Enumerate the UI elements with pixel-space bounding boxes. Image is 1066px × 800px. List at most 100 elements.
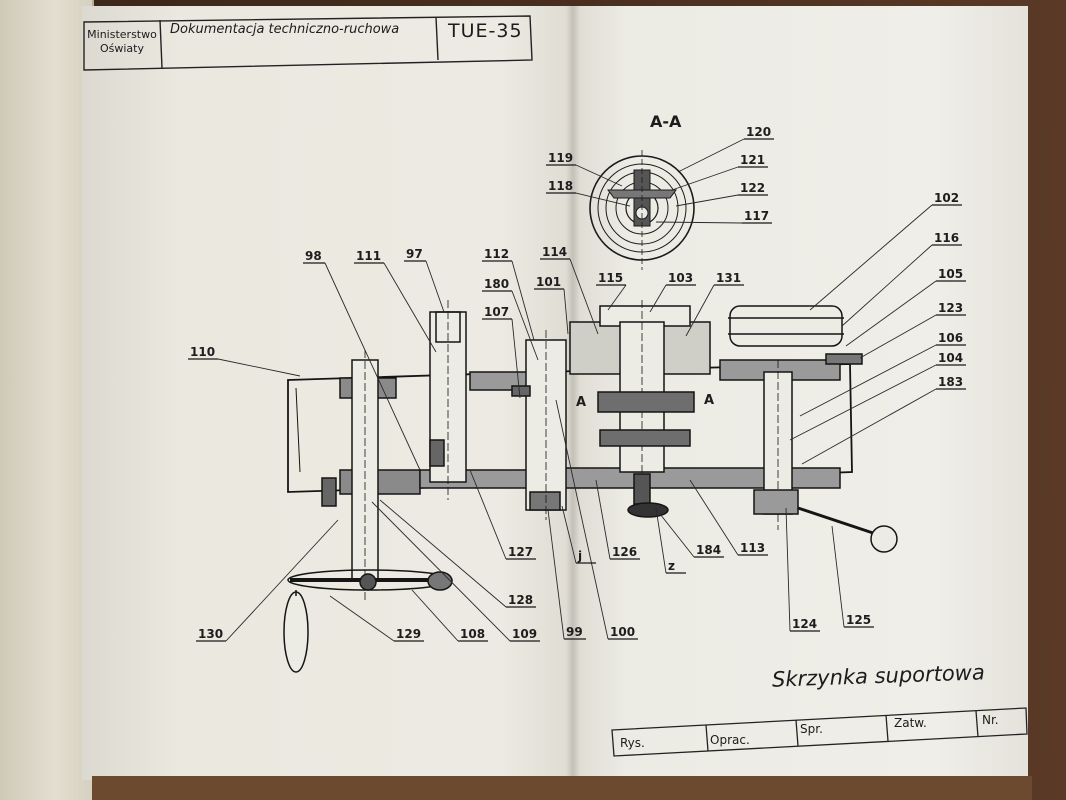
- ministry-name: Ministerstwo Oświaty: [87, 28, 157, 55]
- signature-zatw: Zatw.: [894, 716, 927, 730]
- part-label-104: 104: [938, 351, 963, 365]
- leader-line-103: [649, 284, 667, 313]
- part-label-180: 180: [484, 277, 509, 291]
- part-label-115: 115: [598, 271, 623, 285]
- section-marker-a: A: [704, 393, 714, 408]
- part-label-101: 101: [536, 275, 561, 289]
- signature-spr: Spr.: [800, 722, 823, 736]
- part-label-118: 118: [548, 179, 573, 193]
- part-label-125: 125: [846, 613, 871, 627]
- leader-line-110: [217, 358, 301, 377]
- leader-line-129: [329, 595, 395, 642]
- leader-line-108: [411, 589, 459, 642]
- part-label-113: 113: [740, 541, 765, 555]
- leader-line-116: [841, 244, 933, 327]
- part-label-131: 131: [716, 271, 741, 285]
- title-block-frame: [83, 15, 533, 71]
- part-label-107: 107: [484, 305, 509, 319]
- leader-line-128: [379, 499, 507, 608]
- leader-line-180: [511, 290, 539, 361]
- main-assembly: [283, 300, 898, 673]
- section-marker-a: A: [576, 395, 586, 410]
- leader-line-115: [607, 284, 627, 311]
- leader-line-113: [689, 479, 739, 556]
- leader-line-j: [561, 505, 577, 564]
- part-label-117: 117: [744, 209, 769, 223]
- leader-line-112: [511, 260, 535, 341]
- leader-lines: [217, 138, 937, 642]
- leader-line-102: [809, 204, 933, 311]
- part-label-121: 121: [740, 153, 765, 167]
- part-labels: 120 119 121 118 122 117 102 116 98 111 97 112 114 180…: [188, 125, 966, 642]
- part-label-120: 120: [746, 125, 771, 139]
- leader-line-106: [799, 344, 937, 417]
- part-label-111: 111: [356, 249, 381, 263]
- document-type: Dokumentacja techniczno-ruchowa: [170, 22, 400, 37]
- part-label-97: 97: [406, 247, 423, 261]
- part-label-99: 99: [566, 625, 583, 639]
- book-spine: [566, 6, 580, 780]
- leader-line-97: [425, 260, 445, 313]
- section-aa-view: [589, 150, 695, 270]
- part-label-100: 100: [610, 625, 635, 639]
- signature-rys: Rys.: [620, 736, 645, 750]
- part-label-126: 126: [612, 545, 637, 559]
- part-label-116: 116: [934, 231, 959, 245]
- leader-line-100: [555, 399, 609, 640]
- leader-line-127: [469, 469, 507, 560]
- leader-line-99: [547, 509, 565, 640]
- part-label-103: 103: [668, 271, 693, 285]
- leader-line-123: [859, 314, 937, 359]
- leader-line-184: [659, 513, 695, 558]
- leader-line-183: [801, 388, 937, 465]
- document-code: TUE-35: [448, 20, 523, 42]
- leader-line-121: [671, 166, 739, 191]
- part-label-114: 114: [542, 245, 567, 259]
- part-label-184: 184: [696, 543, 721, 557]
- part-label-124: 124: [792, 617, 817, 631]
- leader-line-120: [677, 138, 745, 173]
- part-label-129: 129: [396, 627, 421, 641]
- leader-line-131: [685, 284, 715, 337]
- part-label-z: z: [668, 559, 675, 573]
- part-label-110: 110: [190, 345, 215, 359]
- part-label-123: 123: [938, 301, 963, 315]
- leader-line-109: [371, 501, 511, 642]
- leader-line-122: [675, 194, 739, 207]
- part-label-98: 98: [305, 249, 322, 263]
- signature-strip-frame: [611, 707, 1028, 757]
- part-label-122: 122: [740, 181, 765, 195]
- leader-line-98: [324, 262, 421, 471]
- signature-oprac: Oprac.: [710, 733, 750, 747]
- leader-line-101: [563, 288, 569, 335]
- leader-line-105: [845, 280, 937, 347]
- leader-line-114: [569, 258, 599, 335]
- leader-line-119: [575, 164, 623, 187]
- part-label-108: 108: [460, 627, 485, 641]
- part-label-102: 102: [934, 191, 959, 205]
- leader-line-104: [789, 364, 937, 441]
- leader-line-126: [595, 479, 611, 560]
- part-label-j: j: [577, 549, 582, 563]
- leader-line-124: [785, 507, 791, 632]
- part-label-130: 130: [198, 627, 223, 641]
- part-label-183: 183: [938, 375, 963, 389]
- part-label-112: 112: [484, 247, 509, 261]
- leader-line-107: [511, 318, 521, 399]
- part-label-109: 109: [512, 627, 537, 641]
- part-label-106: 106: [938, 331, 963, 345]
- left-page: [82, 6, 574, 780]
- part-label-127: 127: [508, 545, 533, 559]
- leader-line-118: [575, 192, 631, 207]
- signature-nr: Nr.: [982, 713, 999, 727]
- table-surface: [92, 776, 1032, 800]
- part-label-105: 105: [938, 267, 963, 281]
- leader-line-130: [225, 519, 339, 642]
- leader-line-z: [655, 507, 667, 574]
- leader-line-111: [383, 262, 437, 353]
- section-title: A-A: [650, 112, 682, 131]
- part-label-128: 128: [508, 593, 533, 607]
- part-label-119: 119: [548, 151, 573, 165]
